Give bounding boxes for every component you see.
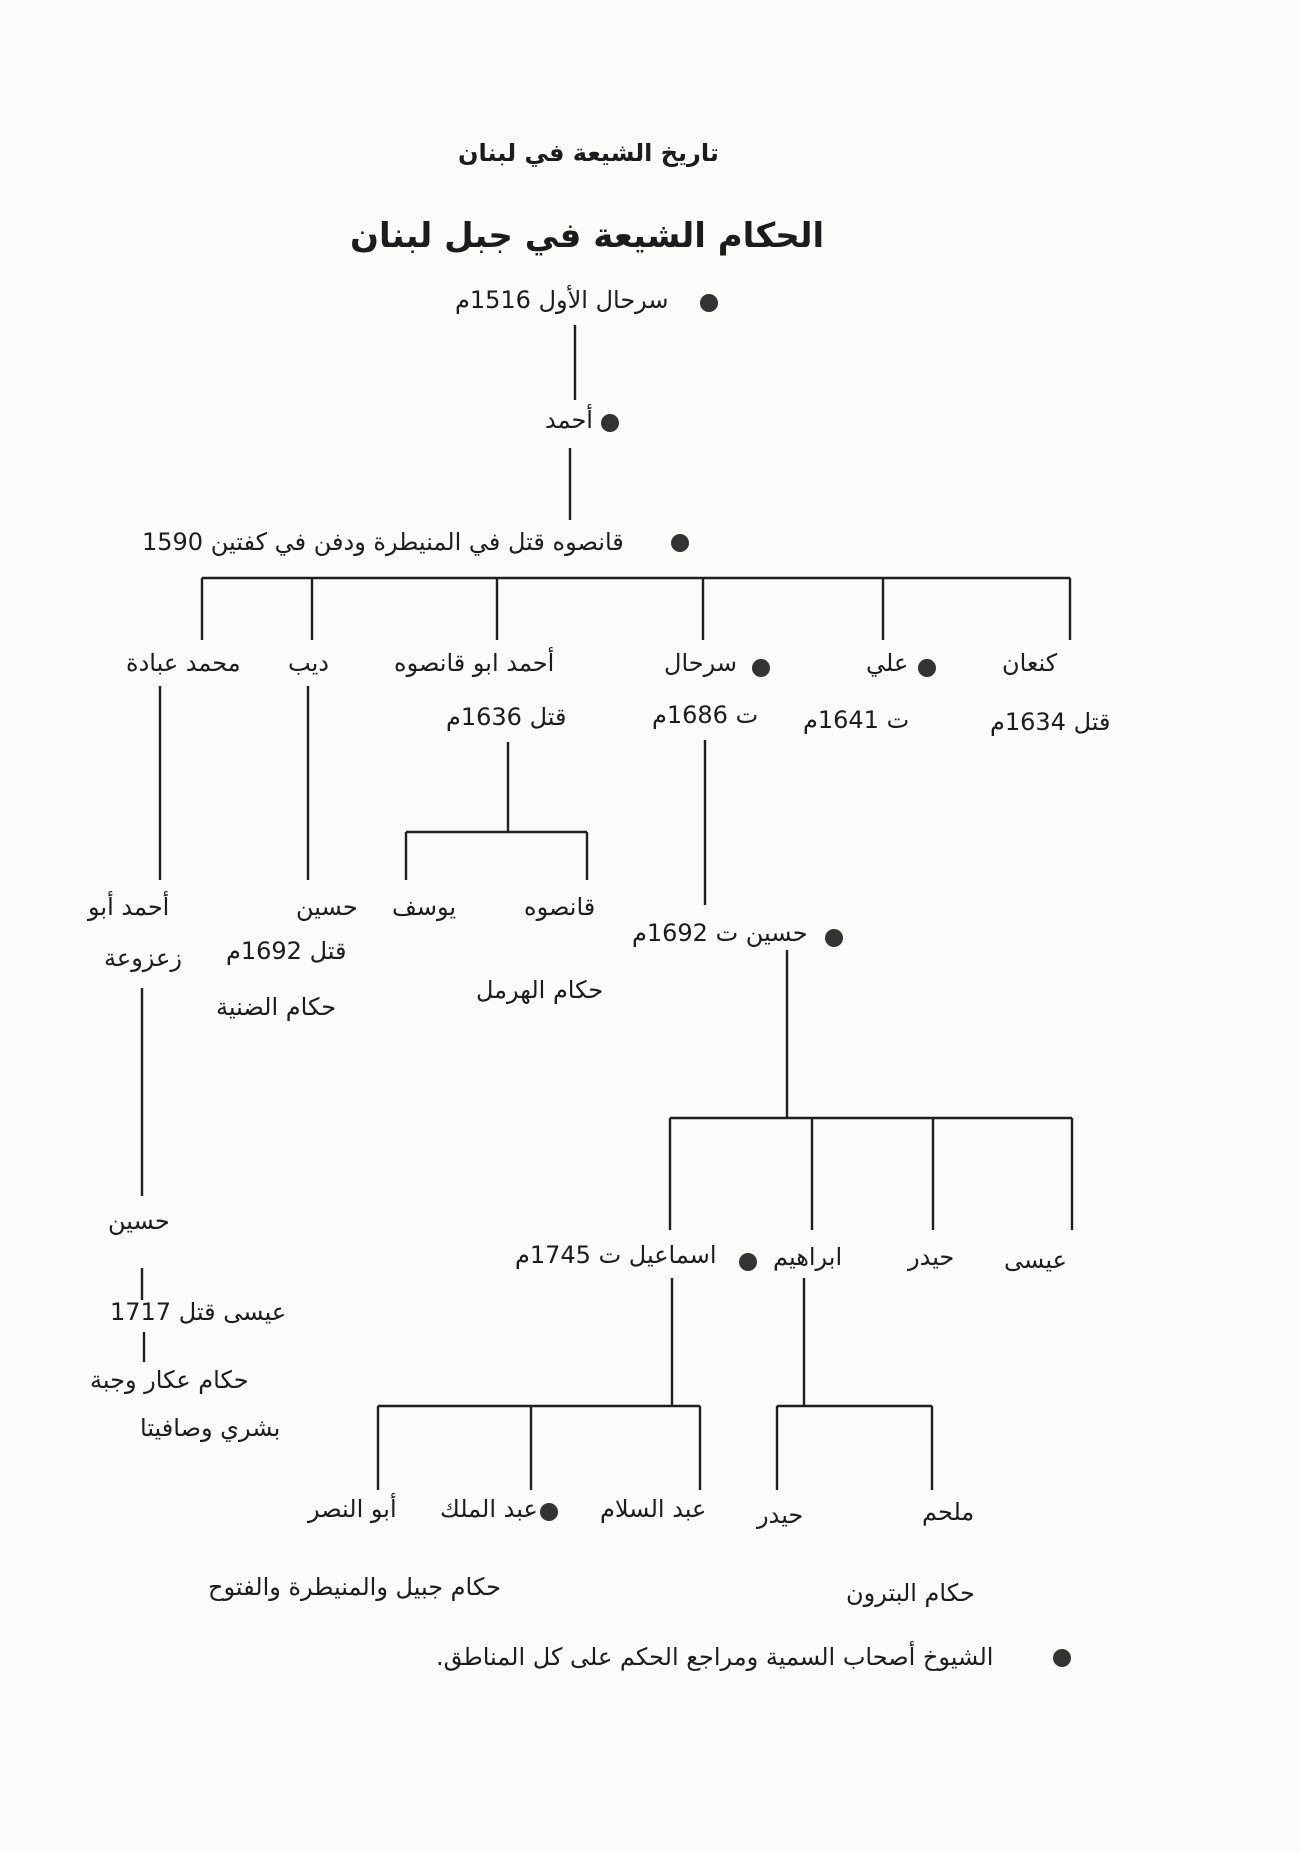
sheikh-marker-dot bbox=[540, 1503, 558, 1521]
node-mulhim: ملحم bbox=[922, 1498, 975, 1526]
diagram-title: الحكام الشيعة في جبل لبنان bbox=[350, 216, 825, 256]
node-abd-al-malik: عبد الملك bbox=[440, 1495, 538, 1523]
sheikh-marker-dot bbox=[825, 929, 843, 947]
sheikh-marker-dot bbox=[601, 414, 619, 432]
akkar-rulers-caption: حكام عكار وجبة bbox=[90, 1366, 249, 1394]
node-ali-note: ت 1641م bbox=[803, 706, 910, 734]
node-ahmad-abu-zaazua-line2: زعزوعة bbox=[104, 944, 182, 972]
batroun-rulers-caption: حكام البترون bbox=[846, 1579, 975, 1607]
node-ali: علي bbox=[866, 649, 909, 677]
sheikh-marker-dot bbox=[671, 534, 689, 552]
sheikh-marker-dot bbox=[752, 659, 770, 677]
node-husayn-3: حسين bbox=[108, 1207, 170, 1235]
node-isa-killed: عيسى قتل 1717 bbox=[110, 1298, 287, 1326]
node-kanaan: كنعان bbox=[1002, 649, 1058, 677]
dinniyeh-rulers-caption: حكام الضنية bbox=[216, 993, 337, 1021]
sheikh-marker-dot bbox=[739, 1253, 757, 1271]
node-ismail: اسماعيل ت 1745م bbox=[515, 1241, 717, 1269]
running-title: تاريخ الشيعة في لبنان bbox=[458, 139, 719, 167]
node-ahmad-abu-qansuh: أحمد ابو قانصوه bbox=[394, 649, 555, 677]
node-yusuf: يوسف bbox=[392, 893, 457, 921]
node-husayn-sirhal: حسين ت 1692م bbox=[632, 919, 808, 947]
node-ibrahim: ابراهيم bbox=[773, 1243, 843, 1271]
legend-text: الشيوخ أصحاب السمية ومراجع الحكم على كل … bbox=[436, 1643, 994, 1671]
node-husayn-dib: حسين bbox=[296, 893, 358, 921]
node-haydar-a: حيدر bbox=[908, 1243, 955, 1271]
node-haydar-b: حيدر bbox=[757, 1501, 804, 1529]
akkar-rulers-caption-line2: بشري وصافيتا bbox=[140, 1414, 281, 1442]
sheikh-marker-dot bbox=[700, 294, 718, 312]
node-abd-al-salam: عبد السلام bbox=[600, 1495, 707, 1523]
jbeil-rulers-caption: حكام جبيل والمنيطرة والفتوح bbox=[208, 1573, 501, 1601]
sheikh-marker-dot bbox=[918, 659, 936, 677]
node-kanaan-note: قتل 1634م bbox=[990, 708, 1111, 736]
node-dib: ديب bbox=[288, 649, 329, 677]
node-qansuh: قانصوه قتل في المنيطرة ودفن في كفتين 159… bbox=[142, 528, 624, 556]
node-sirhal-2: سرحال bbox=[664, 649, 737, 677]
node-ahmad-abu-zaazua: أحمد أبو bbox=[88, 893, 170, 921]
legend-dot bbox=[1053, 1649, 1071, 1667]
node-ahmad-abu-qansuh-note: قتل 1636م bbox=[446, 703, 567, 731]
node-muhammad-ibada: محمد عبادة bbox=[126, 649, 241, 677]
node-abu-al-nasr: أبو النصر bbox=[308, 1495, 397, 1523]
node-isa-a: عيسى bbox=[1004, 1246, 1067, 1274]
node-qansuh-2: قانصوه bbox=[524, 893, 596, 921]
node-sirhal-1: سرحال الأول 1516م bbox=[455, 286, 669, 314]
node-ahmad: أحمد bbox=[545, 406, 593, 434]
node-sirhal-2-note: ت 1686م bbox=[652, 701, 759, 729]
node-husayn-dib-note: قتل 1692م bbox=[226, 937, 347, 965]
hermel-rulers-caption: حكام الهرمل bbox=[476, 976, 604, 1004]
